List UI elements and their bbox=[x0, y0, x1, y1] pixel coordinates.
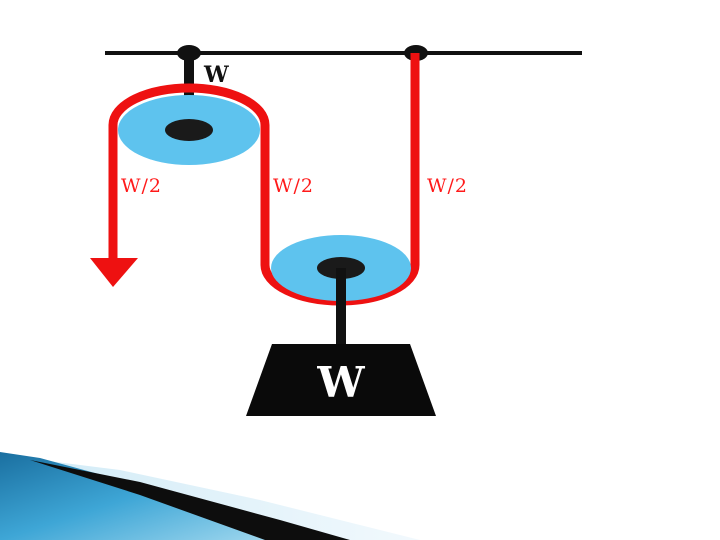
rope bbox=[108, 53, 420, 306]
weight-block bbox=[246, 344, 436, 416]
weight-hanger-rod bbox=[336, 268, 346, 346]
left-rope-tension-label: W/2 bbox=[121, 175, 162, 197]
fixed-pulley-axle bbox=[165, 119, 213, 141]
support-force-label: W bbox=[203, 62, 229, 88]
middle-rope-tension-label: W/2 bbox=[273, 175, 314, 197]
right-rope-tension-label: W/2 bbox=[427, 175, 468, 197]
pull-arrowhead bbox=[90, 258, 138, 287]
weight-label: W bbox=[316, 358, 365, 407]
corner-swoosh-decoration bbox=[0, 452, 420, 540]
